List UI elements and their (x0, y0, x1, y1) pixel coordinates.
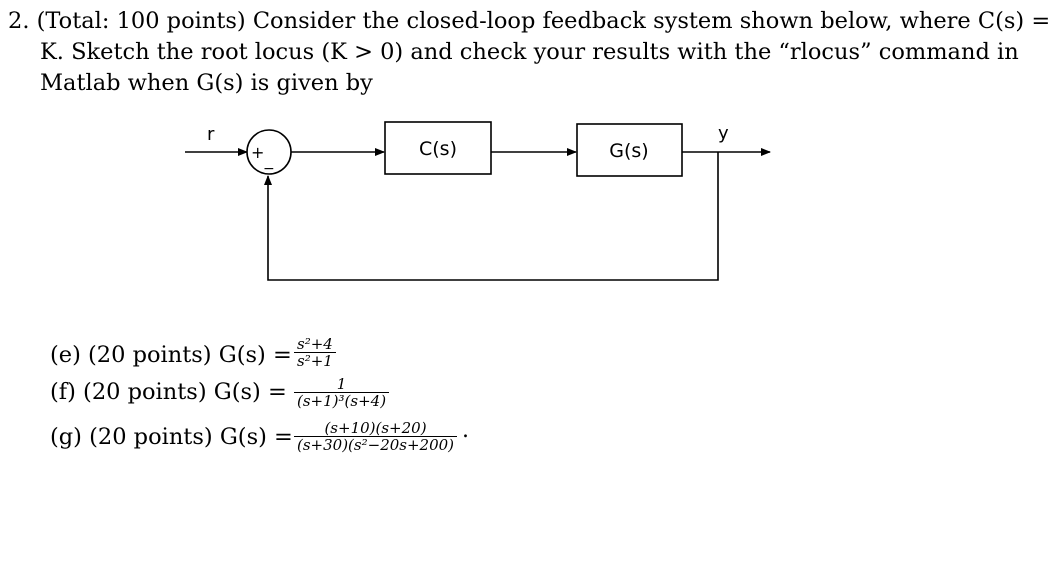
part-f-numerator: 1 (336, 375, 347, 393)
part-f-label: (f) (20 points) G(s) = (50, 379, 287, 405)
output-label: y (718, 123, 729, 144)
plant-label: G(s) (609, 140, 648, 162)
part-e-fraction: s²+4 s²+1 (294, 336, 336, 369)
controller-label: C(s) (419, 138, 457, 160)
feedback-path (264, 152, 719, 281)
part-e-numerator: s²+4 (297, 335, 333, 353)
part-g-fraction: (s+10)(s+20) (s+30)(s²−20s+200) (294, 419, 458, 453)
problem-line-3: Matlab when G(s) is given by (40, 70, 373, 96)
part-g-period: . (462, 418, 469, 443)
plant-block (576, 123, 683, 177)
input-label: r (207, 124, 215, 145)
part-e-denominator: s²+1 (294, 352, 336, 369)
problem-statement: 2. (Total: 100 points) Consider the clos… (8, 6, 1050, 99)
sum-plus-sign: + (251, 143, 264, 162)
controller-block (384, 121, 492, 175)
part-g-denominator: (s+30)(s²−20s+200) (294, 436, 458, 453)
part-g-numerator: (s+10)(s+20) (324, 419, 427, 437)
problem-line-2: K. Sketch the root locus (K > 0) and che… (40, 39, 1019, 65)
sum-minus-sign: − (263, 161, 275, 177)
part-f-denominator: (s+1)³(s+4) (294, 392, 390, 409)
problem-line-1: 2. (Total: 100 points) Consider the clos… (8, 8, 1050, 34)
part-e-label: (e) (20 points) G(s) = (50, 342, 292, 368)
part-g-label: (g) (20 points) G(s) = (50, 424, 293, 450)
block-diagram: r + − C(s) G(s) y (185, 121, 771, 281)
part-f-fraction: 1 (s+1)³(s+4) (294, 375, 390, 409)
